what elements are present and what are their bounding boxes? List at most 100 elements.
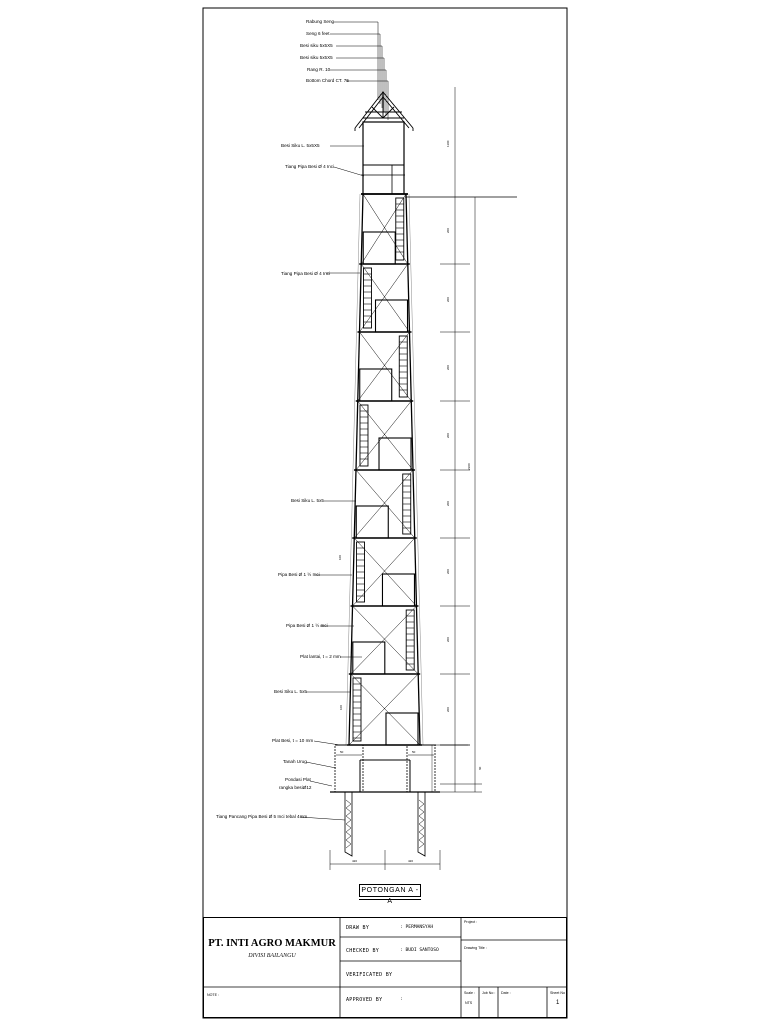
label-besi-siku-mid: Besi Siku L. 5x5 — [291, 498, 324, 503]
division-name: DIVISI BAILANGU — [248, 953, 296, 959]
label-pondasi-1: Pondasi Plat — [285, 777, 311, 782]
verificated-by-label: VERIFICATED BY — [346, 972, 393, 978]
stair-landing — [355, 505, 389, 539]
dim-platform-2: 100 — [339, 704, 343, 710]
label-bottom-chord: Bottom Chord CT. 75 — [306, 78, 349, 83]
cross-brace — [357, 400, 414, 471]
date-label: Date : — [501, 991, 511, 995]
leader-line — [333, 166, 365, 177]
dim-seg-7: 200 — [446, 636, 450, 642]
label-plat-besi: Plat Besi, t = 10 mm — [272, 738, 314, 743]
cross-brace — [350, 605, 417, 675]
title-block: PT. INTI AGRO MAKMUR DIVISI BAILANGU NOT… — [203, 917, 567, 1018]
scale-label: Scale : — [464, 991, 475, 995]
stair-landing — [378, 437, 412, 471]
dim-platform-1: 100 — [338, 554, 342, 560]
cross-brace — [352, 537, 415, 607]
dim-seg-8: 200 — [446, 706, 450, 712]
leader-line — [309, 780, 333, 787]
job-no-label: Job No : — [482, 991, 496, 995]
stair-stringer — [352, 677, 362, 742]
company-name: PT. INTI AGRO MAKMUR — [208, 938, 336, 949]
label-rang-r10: Rang R. 10 — [307, 67, 331, 72]
label-pipa-besi-1: Pipa Besi Ø 1 ½ Inci — [278, 572, 320, 577]
sheet-no-value: 1 — [556, 1000, 560, 1006]
leader-lines — [299, 21, 389, 821]
leader-line — [330, 33, 381, 104]
cross-brace — [359, 331, 412, 402]
dim-seg-4: 200 — [446, 432, 450, 438]
dimension-lines — [329, 87, 517, 870]
label-rabung-seng: Rabung Seng — [306, 19, 335, 24]
stair-stringer — [359, 404, 369, 467]
dim-seg-1: 200 — [446, 227, 450, 233]
leader-line — [346, 80, 389, 120]
label-tiang-pipa-1: Tiang Pipa Besi Ø 4 Inci — [285, 164, 335, 169]
tower-legs-outer — [345, 193, 424, 746]
cross-brace — [361, 263, 410, 333]
label-tiang-pipa-2: Tiang Pipa Besi Ø 4 Inci — [281, 271, 331, 276]
cross-brace — [355, 469, 415, 539]
tower-roof — [354, 91, 414, 131]
label-seng-6-feet: Seng 6 feet — [306, 31, 330, 36]
scale-value: NTS — [465, 1001, 473, 1005]
cross-brace — [350, 673, 421, 746]
dim-seg-6: 200 — [446, 568, 450, 574]
label-besi-siku-1: Besi siku 5x5X5 — [300, 43, 333, 48]
dim-footing: 60 — [478, 766, 482, 770]
tower-top-cabin — [361, 121, 408, 195]
checked-by-label: CHECKED BY — [346, 948, 380, 954]
stair-stringer — [395, 197, 405, 261]
checked-by-value: : BUDI SANTOSO — [400, 948, 439, 953]
dim-base-left: 420 — [352, 859, 358, 863]
approved-by-value: : — [400, 997, 403, 1002]
dim-top: 1100 — [446, 140, 450, 147]
cross-brace — [359, 263, 408, 333]
leader-line — [336, 45, 383, 108]
stair-landing — [374, 299, 409, 333]
stair-landing — [359, 368, 393, 402]
label-pipa-besi-2: Pipa Besi Ø 1 ½ Inci — [286, 623, 328, 628]
cross-brace — [355, 400, 412, 471]
draw-by-label: DRAW BY — [346, 925, 370, 931]
stair-landing — [381, 573, 416, 607]
tower-structure — [347, 193, 470, 746]
leader-line — [330, 69, 387, 116]
drawing-frame — [202, 7, 568, 1019]
section-title: POTONGAN A - A — [359, 884, 421, 905]
cross-brace — [362, 193, 408, 265]
cross-brace — [348, 673, 419, 746]
label-besi-siku-top: Besi Siku L. 5x5X5 — [281, 143, 320, 148]
label-tiang-pancang: Tiang Pancang Pipa Besi Ø 5 Inci tebal 4… — [216, 814, 308, 819]
cross-brace — [361, 193, 407, 265]
cross-brace — [357, 331, 410, 402]
dim-small-2: 50 — [412, 750, 416, 754]
cross-brace — [354, 469, 414, 539]
draw-by-value: : PERMANSYAH — [400, 925, 434, 930]
approved-by-label: APPROVED BY — [346, 997, 383, 1003]
dim-seg-2: 200 — [446, 296, 450, 302]
dim-small-1: 50 — [340, 750, 344, 754]
stair-landing — [352, 641, 386, 675]
project-label: Project : — [464, 920, 478, 924]
label-besi-siku-low: Besi Siku L. 5x5 — [274, 689, 307, 694]
cross-brace — [352, 605, 419, 675]
dim-total: 2300 — [467, 463, 471, 470]
label-plat-lantai: Plat lantai, t = 2 mm — [300, 654, 341, 659]
dim-seg-5: 200 — [446, 500, 450, 506]
stair-landing — [385, 712, 419, 746]
label-pondasi-2: rangka besiØ12 — [279, 785, 312, 790]
drawing-title-label: Drawing Title : — [464, 946, 487, 950]
leader-line — [305, 761, 337, 769]
leader-line — [334, 21, 379, 100]
leader-line — [313, 740, 341, 746]
label-tanah-urug: Tanah Urug — [283, 759, 307, 764]
leader-line — [336, 57, 385, 112]
label-besi-siku-2: Besi siku 5x5X5 — [300, 55, 333, 60]
dim-base-right: 420 — [408, 859, 414, 863]
tower-base — [330, 744, 468, 857]
leader-line — [299, 816, 346, 821]
stair-stringer — [398, 335, 408, 398]
sheet-no-label: Sheet No : — [550, 991, 567, 995]
